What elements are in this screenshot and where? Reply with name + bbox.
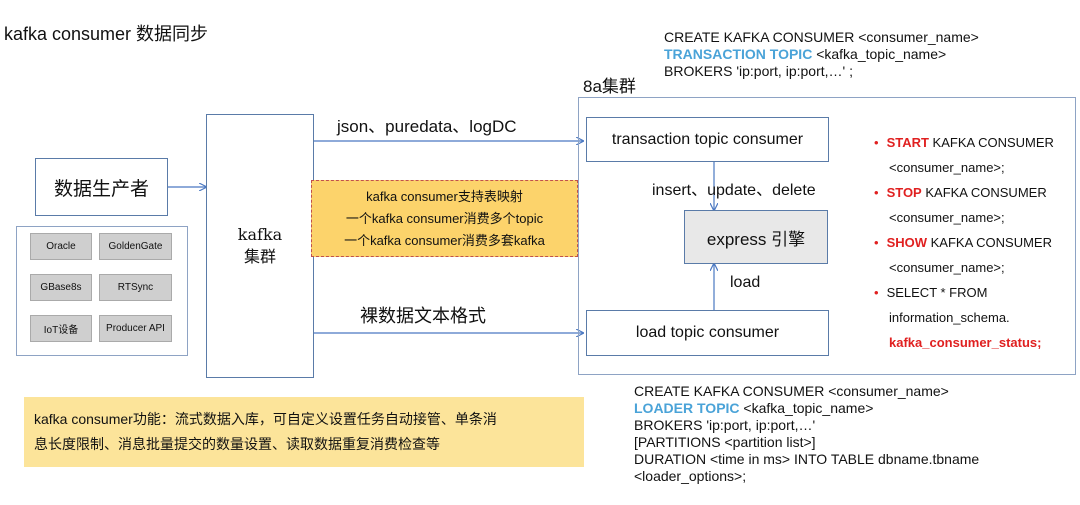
sql-line: LOADER TOPIC <kafka_topic_name> — [634, 400, 979, 417]
command-keyword: SHOW — [886, 235, 928, 250]
ops-label: insert、update、delete — [652, 182, 816, 199]
feature-item: kafka consumer支持表映射 — [366, 188, 523, 204]
command-arg: information_schema. — [889, 310, 1010, 325]
command-arg: <consumer_name>; — [889, 260, 1005, 275]
sql-line: DURATION <time in ms> INTO TABLE dbname.… — [634, 451, 980, 467]
express-engine-box: express 引擎 — [684, 210, 828, 264]
feature-note-box: kafka consumer功能：流式数据入库，可自定义设置任务自动接管、单条消… — [24, 397, 584, 467]
note-line: 息长度限制、消息批量提交的数量设置、读取数据重复消费检查等 — [34, 436, 440, 452]
command-keyword: START — [886, 135, 929, 150]
command-keyword: STOP — [886, 185, 922, 200]
sql-text: <kafka_topic_name> — [812, 46, 947, 62]
arrow-label-raw-text: 裸数据文本格式 — [360, 306, 486, 326]
loader-sql-block: CREATE KAFKA CONSUMER <consumer_name> LO… — [634, 383, 979, 485]
sql-line: [PARTITIONS <partition list>] — [634, 434, 816, 450]
kafka-cluster-label-line1: kafka — [237, 225, 283, 244]
sql-line: BROKERS 'ip:port, ip:port,…' — [634, 417, 816, 433]
sql-line: TRANSACTION TOPIC <kafka_topic_name> — [664, 46, 979, 63]
command-arg-status: kafka_consumer_status; — [889, 335, 1042, 350]
sql-keyword: LOADER TOPIC — [634, 400, 740, 416]
kafka-cluster-label-line2: 集群 — [243, 247, 276, 266]
command-item: •START KAFKA CONSUMER — [874, 135, 1054, 150]
sql-line: CREATE KAFKA CONSUMER <consumer_name> — [634, 383, 949, 399]
page-title: kafka consumer 数据同步 — [4, 24, 209, 44]
sql-line: CREATE KAFKA CONSUMER <consumer_name> — [664, 29, 979, 45]
transaction-sql-block: CREATE KAFKA CONSUMER <consumer_name> TR… — [664, 29, 979, 80]
features-box: kafka consumer支持表映射 一个kafka consumer消费多个… — [311, 180, 578, 257]
source-gbase8s: GBase8s — [30, 274, 92, 301]
express-engine-label: express 引擎 — [706, 229, 806, 249]
dest-producer-api: Producer API — [99, 315, 172, 342]
data-producer-box: 数据生产者 — [35, 158, 168, 216]
kafka-cluster-box: kafka 集群 — [206, 114, 314, 378]
transaction-consumer-box: transaction topic consumer — [586, 117, 829, 162]
command-item: •STOP KAFKA CONSUMER — [874, 185, 1047, 200]
dest-rtsync: RTSync — [99, 274, 172, 301]
command-text: KAFKA CONSUMER — [927, 235, 1052, 250]
command-arg: <consumer_name>; — [889, 160, 1005, 175]
cluster-8a-box — [578, 97, 1076, 375]
command-item: •SHOW KAFKA CONSUMER — [874, 235, 1052, 250]
cluster-8a-label: 8a集群 — [583, 77, 636, 96]
feature-item: 一个kafka consumer消费多个topic — [345, 210, 544, 226]
arrow-label-formats: json、puredata、logDC — [337, 117, 517, 136]
sql-keyword: TRANSACTION TOPIC — [664, 46, 813, 62]
load-label: load — [730, 274, 761, 291]
command-text: KAFKA CONSUMER — [928, 135, 1054, 150]
load-consumer-box: load topic consumer — [586, 310, 829, 356]
transaction-consumer-label: transaction topic consumer — [611, 130, 804, 148]
command-item: •SELECT * FROM — [874, 285, 988, 300]
note-line: kafka consumer功能：流式数据入库，可自定义设置任务自动接管、单条消 — [34, 411, 497, 427]
command-list: •START KAFKA CONSUMER <consumer_name>; •… — [874, 130, 1054, 355]
load-consumer-label: load topic consumer — [635, 324, 780, 341]
data-producer-label: 数据生产者 — [53, 178, 149, 200]
feature-item: 一个kafka consumer消费多套kafka — [344, 232, 545, 248]
source-iot: IoT设备 — [30, 315, 92, 342]
source-oracle: Oracle — [30, 233, 92, 260]
command-arg: <consumer_name>; — [889, 210, 1005, 225]
sql-line: <loader_options>; — [634, 468, 747, 484]
dest-goldengate: GoldenGate — [99, 233, 172, 260]
command-text: KAFKA CONSUMER — [921, 185, 1047, 200]
sql-line: BROKERS 'ip:port, ip:port,…' ; — [664, 63, 853, 79]
command-text: SELECT * FROM — [886, 285, 988, 300]
sql-text: <kafka_topic_name> — [739, 400, 874, 416]
